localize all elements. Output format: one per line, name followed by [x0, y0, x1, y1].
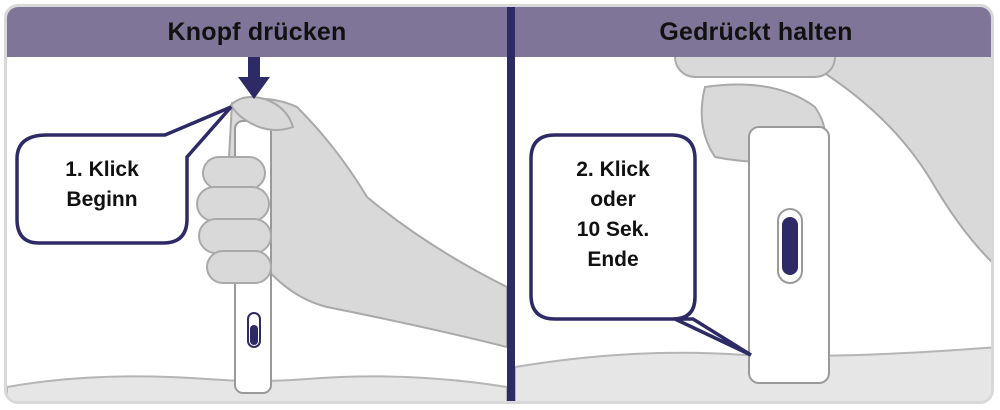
finger-1: [202, 156, 266, 190]
callout-line: 2. Klick: [576, 158, 650, 181]
pen-window-fill: [250, 325, 258, 345]
press-scene: [7, 57, 507, 401]
instruction-diagram: Knopf drücken 1. Klick Beginn Gedrückt h…: [4, 4, 994, 404]
panel-press-button: Knopf drücken 1. Klick Beginn: [7, 7, 507, 401]
callout-bubble-left: [15, 105, 233, 245]
finger-2: [196, 186, 270, 222]
callout-line: Ende: [587, 248, 639, 271]
callout-line: 10 Sek.: [576, 218, 650, 241]
panel-divider: [507, 7, 515, 401]
callout-line: Beginn: [66, 188, 138, 211]
callout-text-right: 2. Klick oder 10 Sek. Ende: [533, 155, 693, 275]
hold-scene: [515, 7, 991, 401]
callout-line: 1. Klick: [65, 158, 139, 181]
panel-title-right: Gedrückt halten: [515, 7, 991, 57]
callout-line: oder: [590, 188, 636, 211]
callout-text-left: 1. Klick Beginn: [19, 155, 185, 215]
panel-hold-pressed: Gedrückt halten 2. Klick oder 10 Sek. En…: [515, 7, 991, 401]
finger-3: [198, 218, 272, 254]
panel-title-left: Knopf drücken: [7, 7, 507, 57]
callout-bubble-right: [529, 133, 752, 357]
arrow-down-icon: [238, 57, 270, 99]
pen-window-fill: [782, 217, 798, 275]
finger-4: [206, 250, 272, 284]
